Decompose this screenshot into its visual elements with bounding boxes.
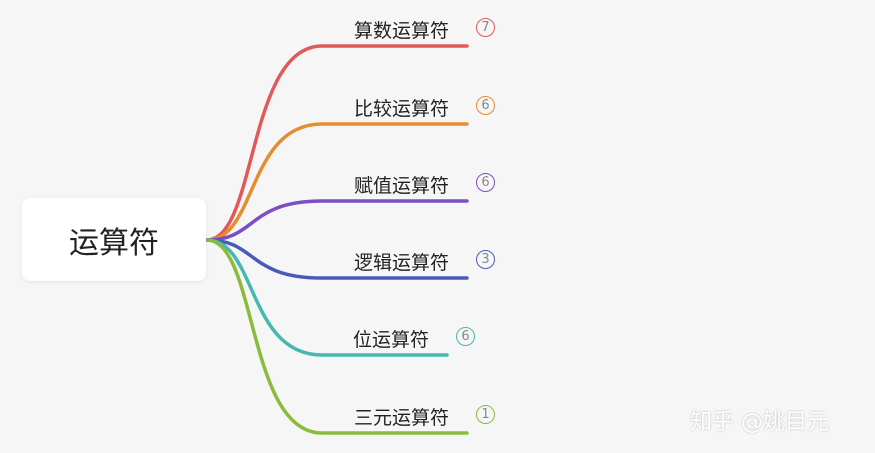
branch-connector xyxy=(205,44,469,242)
child-count-badge[interactable]: 6 xyxy=(476,173,495,192)
child-count-badge[interactable]: 1 xyxy=(476,405,495,424)
branch-node-label[interactable]: 位运算符 xyxy=(352,329,429,351)
branch-node-label[interactable]: 比较运算符 xyxy=(353,98,449,120)
branch-connector xyxy=(205,238,469,435)
branch-connector xyxy=(205,199,469,242)
child-count-badge[interactable]: 6 xyxy=(456,327,475,346)
branch-node-label[interactable]: 逻辑运算符 xyxy=(353,252,449,274)
watermark: 知乎 @姚目元 xyxy=(690,410,829,435)
branch-node-label[interactable]: 三元运算符 xyxy=(353,407,449,429)
child-count-badge[interactable]: 7 xyxy=(476,18,495,37)
branch-node-label[interactable]: 算数运算符 xyxy=(353,20,449,42)
branch-connector xyxy=(205,238,469,280)
branch-connector xyxy=(205,122,469,242)
child-count-badge[interactable]: 6 xyxy=(476,96,495,115)
branch-connector xyxy=(205,238,449,357)
branch-node-label[interactable]: 赋值运算符 xyxy=(353,175,449,197)
root-node[interactable]: 运算符 xyxy=(22,198,206,281)
child-count-badge[interactable]: 3 xyxy=(476,250,495,269)
